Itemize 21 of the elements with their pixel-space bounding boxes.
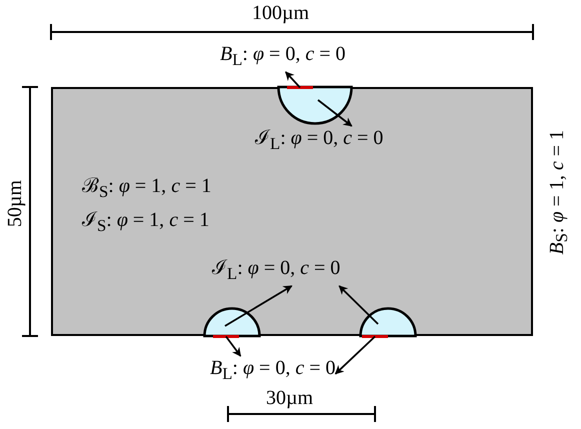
boundary-segment	[362, 335, 388, 338]
leader-arrow	[338, 285, 379, 325]
leader-arrow	[317, 99, 352, 127]
boundary-condition-label: ℐ$_{L}$: φ = 0, c = 0	[255, 126, 384, 156]
boundary-condition-label: B$_{L}$: φ = 0, c = 0	[210, 356, 336, 386]
boundary-condition-label: ℬ$_{S}$: φ = 1, c = 1	[82, 174, 212, 203]
leader-arrow	[224, 285, 292, 327]
leader-arrow	[225, 336, 242, 357]
leader-arrow	[334, 336, 376, 374]
boundary-segment	[213, 335, 239, 338]
boundary-condition-label: B$_{L}$: φ = 0, c = 0	[220, 42, 346, 72]
domain-rectangle	[51, 87, 533, 336]
dimension-label: 100µm	[252, 1, 310, 25]
dimension-label: 30µm	[266, 386, 314, 410]
dimension-label: 50µm	[3, 180, 27, 228]
droplet-semicircle	[277, 87, 353, 125]
boundary-condition-label: ℐ$_{L}$: φ = 0, c = 0	[212, 256, 340, 286]
leader-arrow	[285, 71, 301, 88]
droplet-semicircle	[203, 307, 261, 336]
boundary-condition-label: ℐ$_{S}$: φ = 1, c = 1	[82, 208, 210, 237]
droplet-semicircle	[359, 307, 417, 336]
